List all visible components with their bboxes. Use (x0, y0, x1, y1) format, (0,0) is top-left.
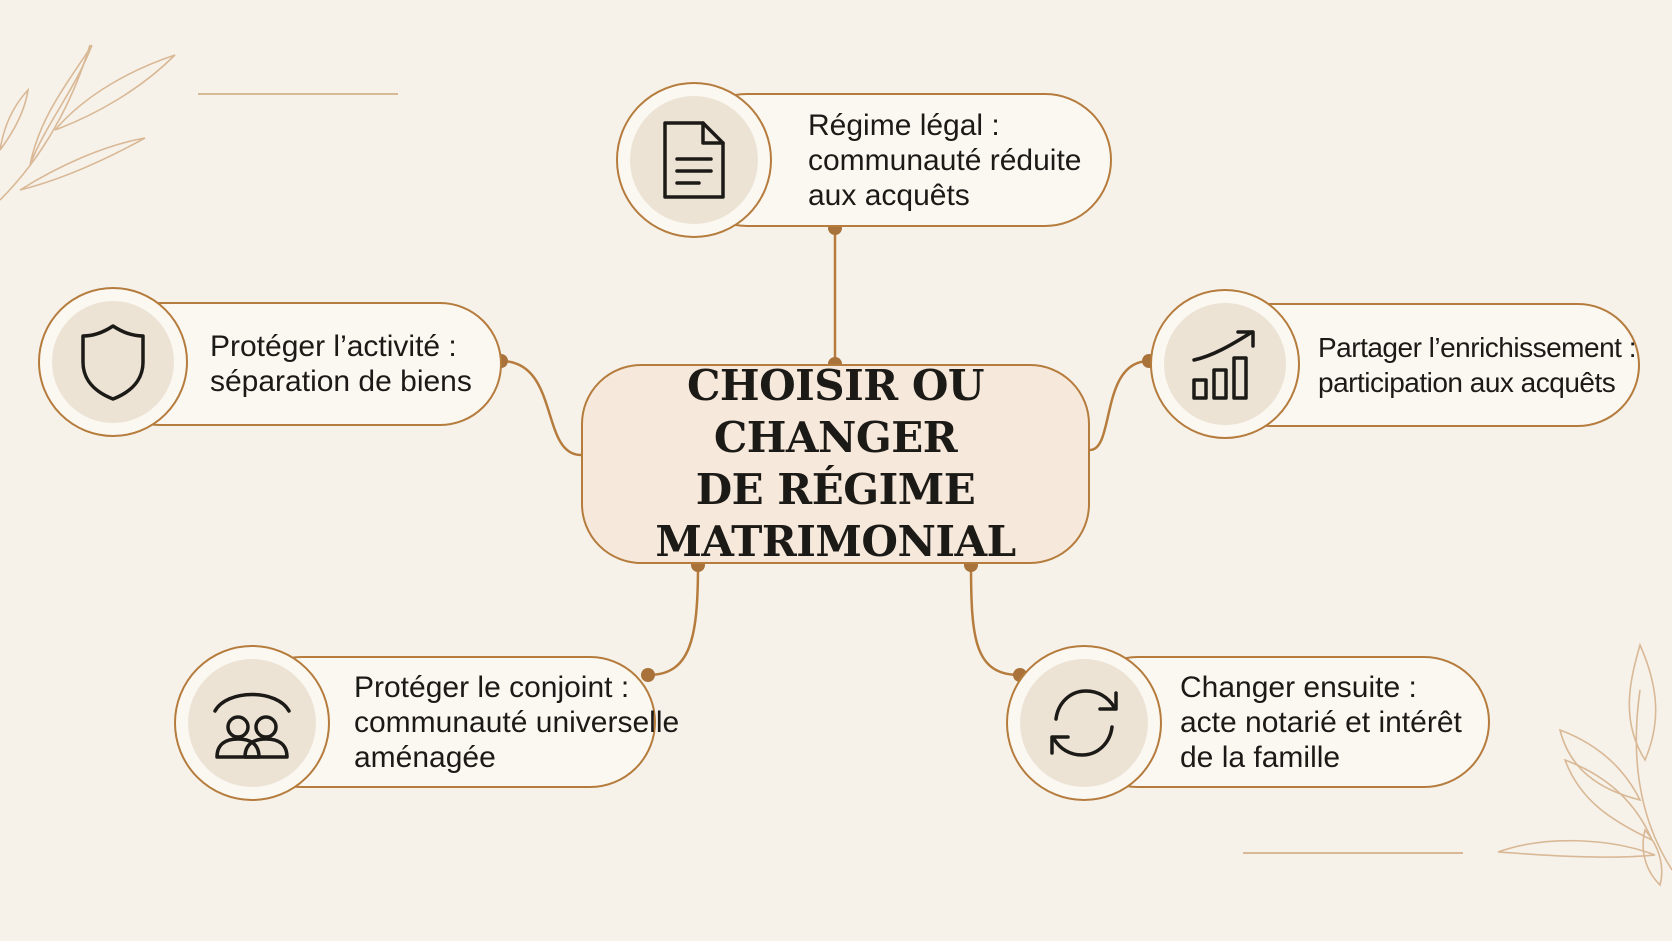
leaf-decoration-top-left (0, 44, 176, 201)
node-text-line: participation aux acquêts (1318, 367, 1616, 398)
central-topic-node: CHOISIR OU CHANGER DE RÉGIME MATRIMONIAL (581, 361, 1090, 566)
node-text-line: aménagée (354, 740, 496, 774)
node-partager-enrichissement-text: Partager l’enrichissement : participatio… (1318, 330, 1636, 400)
node-text-line: communauté réduite (808, 143, 1082, 177)
document-icon (663, 121, 725, 199)
central-title-line: DE RÉGIME (695, 465, 976, 514)
refresh-icon (1050, 689, 1118, 757)
node-changer-ensuite-text: Changer ensuite : acte notarié et intérê… (1180, 670, 1462, 775)
node-regime-legal-badge (616, 82, 772, 238)
node-text-line: communauté universelle (354, 705, 680, 739)
node-text-line: Changer ensuite : (1180, 670, 1417, 704)
leaf-decoration-bottom-right (1497, 642, 1672, 887)
node-text-line: Régime légal : (808, 108, 1000, 142)
couple-icon (213, 692, 291, 759)
node-changer-ensuite-badge (1006, 645, 1162, 801)
node-text-line: de la famille (1180, 740, 1341, 774)
node-partager-enrichissement-badge (1150, 289, 1300, 439)
shield-icon (81, 324, 145, 401)
central-title-line: MATRIMONIAL (655, 517, 1016, 566)
central-title: CHOISIR OU CHANGER DE RÉGIME MATRIMONIAL (583, 360, 1088, 568)
node-text-line: séparation de biens (210, 365, 472, 398)
node-proteger-conjoint-badge (174, 645, 330, 801)
connector-bottom-left (647, 564, 700, 677)
node-proteger-activite-badge (38, 287, 188, 437)
node-proteger-conjoint-text: Protéger le conjoint : communauté univer… (354, 670, 679, 775)
connector-left (500, 359, 582, 457)
connector-right (1089, 359, 1150, 452)
connectors (500, 228, 1150, 677)
node-text-line: Protéger le conjoint : (354, 670, 630, 704)
connector-bottom-right (969, 564, 1021, 677)
node-text-line: Partager l’enrichissement : (1318, 332, 1636, 363)
node-proteger-activite-text: Protéger l’activité : séparation de bien… (210, 329, 472, 399)
node-text-line: aux acquêts (808, 178, 970, 212)
node-text-line: Protéger l’activité : (210, 330, 457, 363)
growth-chart-icon (1192, 330, 1255, 400)
node-text-line: acte notarié et intérêt (1180, 705, 1462, 739)
node-regime-legal-text: Régime légal : communauté réduite aux ac… (808, 108, 1082, 213)
central-title-line: CHOISIR OU CHANGER (686, 361, 985, 462)
